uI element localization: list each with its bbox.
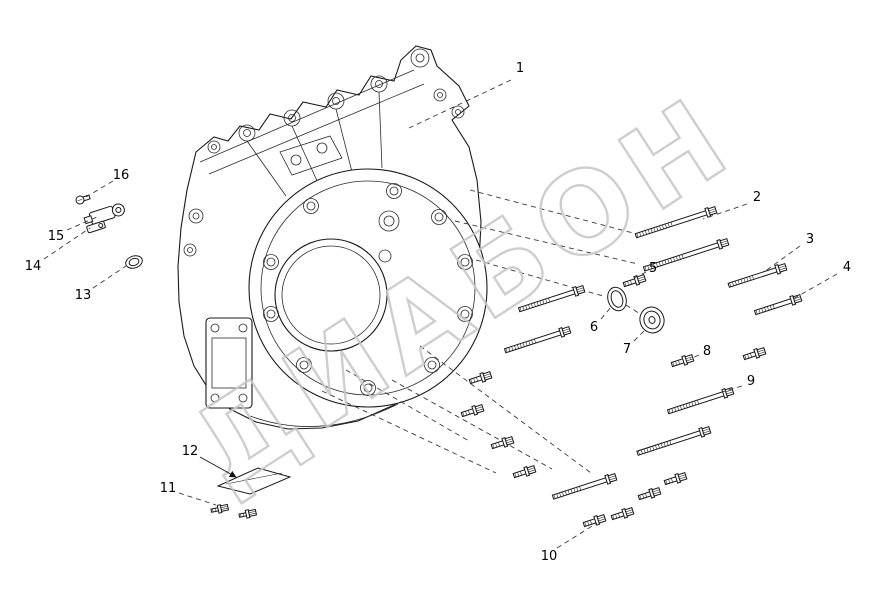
bolt-long-16 [551,472,618,500]
callout-1: 1 [408,61,524,129]
callout-11-number: 11 [160,481,177,496]
bolt-long-7 [503,325,572,354]
callout-9: 9 [721,374,755,393]
callout-10-leader [556,522,598,549]
callout-2-number: 2 [753,190,761,205]
fasteners-layer [210,205,803,528]
gasket-plate [216,467,292,495]
callout-3-number: 3 [806,232,814,247]
callout-10: 10 [541,522,598,564]
callout-8-leader [689,354,700,360]
o-ring [607,286,627,312]
bolt-long-2 [642,237,730,272]
callout-14-leader [43,227,91,260]
callout-7-leader [633,328,647,342]
callout-16: 16 [85,168,130,198]
callout-2: 2 [702,190,761,220]
bolt-long-4 [753,293,803,316]
callout-3: 3 [763,232,814,273]
callout-16-number: 16 [113,168,130,183]
callout-15-leader [66,216,98,231]
bolt-short-12 [742,346,767,361]
callout-8-number: 8 [703,344,711,359]
axis-line-5 [345,369,470,442]
bolt-short-20 [663,471,688,486]
callout-1-number: 1 [516,61,524,76]
callout-13: 13 [75,265,127,303]
callout-9-leader [721,385,743,393]
dome-plug [125,255,143,269]
callout-8: 8 [689,344,711,360]
callout-11: 11 [160,481,217,506]
callout-12: 12 [182,444,237,478]
bolt-small-21 [210,503,230,514]
callout-12-number: 12 [182,444,199,459]
bolt-short-8 [468,370,493,385]
callout-9-number: 9 [747,374,755,389]
top-mounting-lugs [207,48,465,154]
callout-5-leader [633,271,647,279]
callout-4: 4 [792,260,851,300]
cup-plug [639,306,665,334]
axis-line-2 [454,220,639,265]
callout-4-number: 4 [843,260,851,275]
bracket [86,220,106,234]
bolt-short-19 [637,486,662,501]
callout-7-number: 7 [623,342,631,357]
bolt-short-18 [610,506,635,521]
callout-5-number: 5 [649,261,657,276]
callout-10-number: 10 [541,549,558,564]
axis-lines-layer [321,189,646,474]
callout-14-number: 14 [25,259,42,274]
bolt-short-10 [490,435,515,450]
callout-6-number: 6 [590,320,598,335]
callout-11-leader [178,492,217,506]
axis-line-7 [391,379,553,470]
bolt-long-3 [727,262,788,288]
face-bolt-holes [263,183,473,396]
bolt-short-9 [460,403,485,418]
bolt-short-11 [670,353,695,368]
small-parts-layer [75,194,665,495]
bolt-long-13 [666,386,735,415]
bolt-short-5 [622,273,647,288]
callout-6: 6 [590,305,613,335]
callout-2-leader [702,203,748,220]
callout-14: 14 [25,227,91,274]
callout-16-leader [85,180,114,198]
bolt-short-15 [512,464,537,479]
flywheel-housing-drawing [177,45,488,430]
bolt-short-17 [582,513,607,528]
callout-13-leader [92,265,127,289]
bolt-small-22 [238,508,258,519]
callout-15: 15 [48,216,98,244]
callout-1-leader [408,79,512,129]
callout-6-leader [600,305,613,320]
small-screw [75,194,91,205]
callout-5: 5 [633,261,657,279]
axis-line-1 [469,189,634,234]
bolt-long-6 [517,284,586,313]
callout-15-number: 15 [48,229,65,244]
bolt-long-1 [634,205,718,239]
callout-3-leader [763,245,801,273]
callout-13-number: 13 [75,288,92,303]
callout-12-leader [199,456,237,478]
center-opening [274,238,388,352]
callout-7: 7 [623,328,647,357]
bolt-long-14 [636,425,712,456]
mounting-pad [205,317,253,409]
